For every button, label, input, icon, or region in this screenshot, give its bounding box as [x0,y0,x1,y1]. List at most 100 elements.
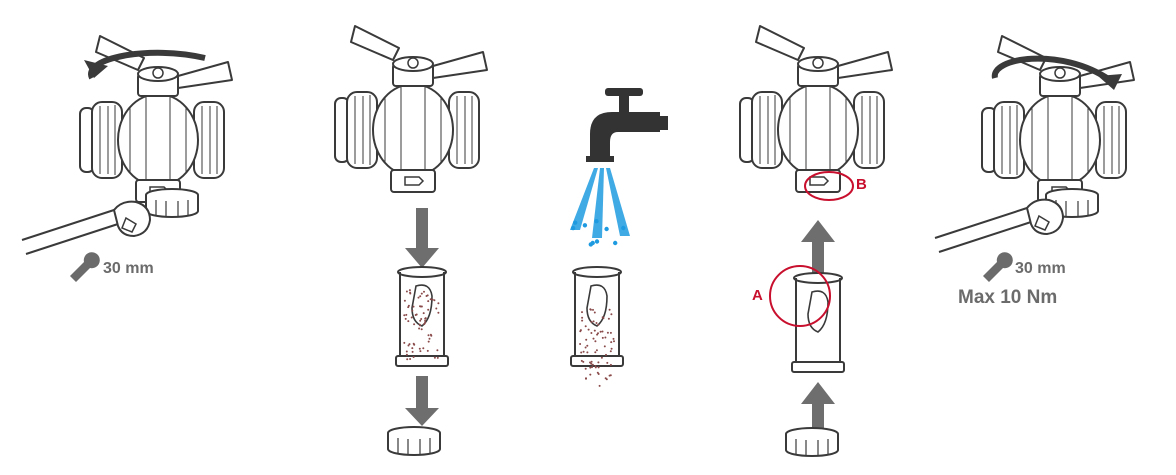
particle [579,330,581,332]
particle [585,325,587,327]
particle [409,289,411,291]
particle [437,357,439,359]
particle [585,377,587,379]
particle [422,347,424,349]
particle [599,385,601,387]
particle [583,351,585,353]
particle [590,321,592,323]
particle [597,372,599,374]
particle [420,306,422,308]
particle [611,348,613,350]
particle [594,312,596,314]
particle [590,332,592,334]
step2-valve [335,26,487,192]
particle [604,345,606,347]
particle [602,331,604,333]
particle [415,314,417,316]
particle [406,358,408,360]
particle [421,328,423,330]
particle [595,239,599,243]
particle [427,350,429,352]
particle [591,366,593,368]
particle [425,317,427,319]
particle [594,351,596,353]
particle [412,351,414,353]
particle [433,299,435,301]
particle [608,318,610,320]
particle [594,340,596,342]
step2-cap [388,427,440,455]
step4-valve [740,26,892,192]
particle [586,345,588,347]
step4-cap [786,428,838,456]
particle [421,293,423,295]
particle [581,311,583,313]
particle [405,318,407,320]
particle [411,310,413,312]
particle [592,309,594,311]
particle [596,322,598,324]
particle [589,367,591,369]
particle [589,242,593,246]
particle [430,334,432,336]
particle [407,320,409,322]
step2-filter [396,267,448,366]
particle [610,341,612,343]
particle [581,317,583,319]
down-arrow-icon [405,208,439,268]
particle [613,338,615,340]
particle [610,332,612,334]
particle [427,300,429,302]
particle [571,226,575,230]
particle [585,339,587,341]
step1-wrench [22,202,150,254]
particle [613,241,617,245]
particle [428,341,430,343]
particle [428,334,430,336]
particle [418,328,420,330]
torque-label: Max 10 Nm [958,287,1057,309]
particle [604,337,606,339]
particle [419,324,421,326]
particle [419,348,421,350]
particle [580,352,582,354]
particle [588,329,590,331]
particle [409,292,411,294]
particle [585,368,587,370]
particle [405,314,407,316]
wrench-size-label: 30 mm [1015,260,1066,278]
water-spray-icon [570,168,630,247]
particle [610,374,612,376]
particle [595,366,597,368]
particle [581,320,583,322]
particle [602,317,604,319]
step5-wrench [935,200,1063,252]
particle [430,298,432,300]
particle [600,331,602,333]
particle [413,356,415,358]
particle [413,343,415,345]
particle [607,332,609,334]
particle [437,302,439,304]
particle [413,306,415,308]
particle [613,340,615,342]
particle [606,378,608,380]
particle [427,309,429,311]
down-arrow-icon [405,376,439,426]
particle [604,227,608,231]
wrench-icon [983,252,1013,282]
wrench-size-label: 30 mm [103,260,154,278]
faucet-icon [586,88,668,162]
particle [601,357,603,359]
particle [429,338,431,340]
particle [426,295,428,297]
particle [610,313,612,315]
particle [597,361,599,363]
particle [408,345,410,347]
particle [423,312,425,314]
particle [602,337,604,339]
particle [437,312,439,314]
particle [408,305,410,307]
particle [610,364,612,366]
